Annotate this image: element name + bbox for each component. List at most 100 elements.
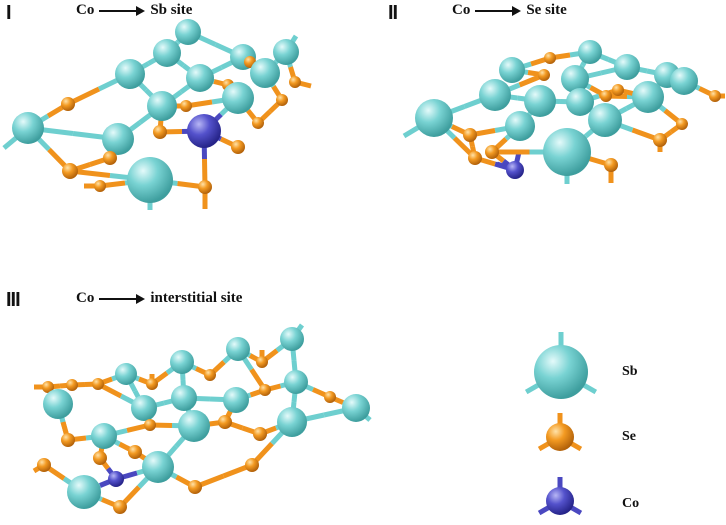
panel-3-structure — [32, 323, 372, 514]
se-atom — [92, 378, 104, 390]
se-atom — [676, 118, 688, 130]
sb-atom — [170, 350, 194, 374]
sb-atom — [588, 103, 622, 137]
panel-1-structure — [2, 19, 312, 210]
panel-2-caption: Co Se site — [452, 2, 567, 19]
sb-atom — [12, 112, 44, 144]
sb-atom — [67, 475, 101, 509]
se-atom — [709, 90, 721, 102]
se-atom — [253, 427, 267, 441]
sb-atom — [186, 64, 214, 92]
sb-atom — [505, 111, 535, 141]
se-atom — [324, 391, 336, 403]
se-atom — [146, 378, 158, 390]
co-atom — [108, 471, 124, 487]
sb-atom — [178, 410, 210, 442]
se-atom — [144, 419, 156, 431]
sb-atom — [479, 79, 511, 111]
se-atom — [538, 69, 550, 81]
arrow-icon — [99, 5, 146, 17]
se-atom — [653, 133, 667, 147]
sb-atom — [153, 39, 181, 67]
se-atom — [188, 480, 202, 494]
panel-2-element: Co — [452, 2, 471, 18]
panel-3-element: Co — [76, 290, 95, 306]
co-atom — [546, 487, 574, 515]
sb-atom — [223, 387, 249, 413]
panel-3-caption: Co interstitial site — [76, 290, 242, 307]
sb-atom — [543, 128, 591, 176]
se-atom — [153, 125, 167, 139]
sb-atom — [534, 345, 588, 399]
sb-atom — [222, 82, 254, 114]
se-atom — [128, 445, 142, 459]
se-atom — [468, 151, 482, 165]
sb-atom — [632, 81, 664, 113]
legend-label-co: Co — [622, 496, 640, 511]
se-atom — [276, 94, 288, 106]
co-atom — [187, 114, 221, 148]
sb-atom — [147, 91, 177, 121]
arrow-icon — [475, 5, 522, 17]
se-atom — [612, 84, 624, 96]
sb-atom — [561, 65, 589, 93]
se-atom — [93, 451, 107, 465]
se-atom — [259, 384, 271, 396]
sb-atom — [91, 423, 117, 449]
se-atom — [180, 100, 192, 112]
panel-3-label: III — [6, 289, 21, 311]
arrow-icon — [99, 293, 146, 305]
se-atom — [245, 458, 259, 472]
se-atom — [218, 415, 232, 429]
se-atom — [62, 163, 78, 179]
se-atom — [463, 128, 477, 142]
sb-atom — [102, 123, 134, 155]
se-legend-icon — [537, 413, 583, 452]
sb-atom — [250, 58, 280, 88]
se-atom — [42, 381, 54, 393]
se-atom — [37, 458, 51, 472]
se-atom — [252, 117, 264, 129]
se-atom — [103, 151, 117, 165]
legend-icons — [524, 332, 598, 516]
sb-atom — [524, 85, 556, 117]
se-atom — [600, 90, 612, 102]
co-legend-icon — [537, 477, 583, 516]
sb-atom — [127, 157, 173, 203]
se-atom — [94, 180, 106, 192]
panel-2-structure — [402, 40, 725, 184]
se-atom — [198, 180, 212, 194]
sb-atom — [284, 370, 308, 394]
panel-1-site: Sb site — [150, 2, 193, 18]
legend-label-se: Se — [622, 429, 636, 444]
sb-atom — [499, 57, 525, 83]
se-atom — [256, 356, 268, 368]
se-atom — [231, 140, 245, 154]
sb-atom — [670, 67, 698, 95]
se-atom — [289, 76, 301, 88]
sb-legend-icon — [524, 332, 598, 399]
sb-atom — [142, 451, 174, 483]
sb-atom — [415, 99, 453, 137]
se-atom — [485, 145, 499, 159]
sb-atom — [131, 395, 157, 421]
sb-atom — [226, 337, 250, 361]
panel-1-label: I — [6, 2, 11, 24]
panel-2-label: II — [388, 2, 398, 24]
sb-atom — [175, 19, 201, 45]
se-atom — [61, 433, 75, 447]
sb-atom — [171, 385, 197, 411]
panel-1-caption: Co Sb site — [76, 2, 192, 19]
se-atom — [546, 423, 574, 451]
sb-atom — [115, 59, 145, 89]
legend-label-sb: Sb — [622, 364, 638, 379]
se-atom — [113, 500, 127, 514]
panel-2-site: Se site — [526, 2, 567, 18]
panel-3-site: interstitial site — [150, 290, 243, 306]
sb-atom — [43, 389, 73, 419]
sb-atom — [566, 88, 594, 116]
sb-atom — [280, 327, 304, 351]
sb-atom — [578, 40, 602, 64]
se-atom — [204, 369, 216, 381]
sb-atom — [115, 363, 137, 385]
